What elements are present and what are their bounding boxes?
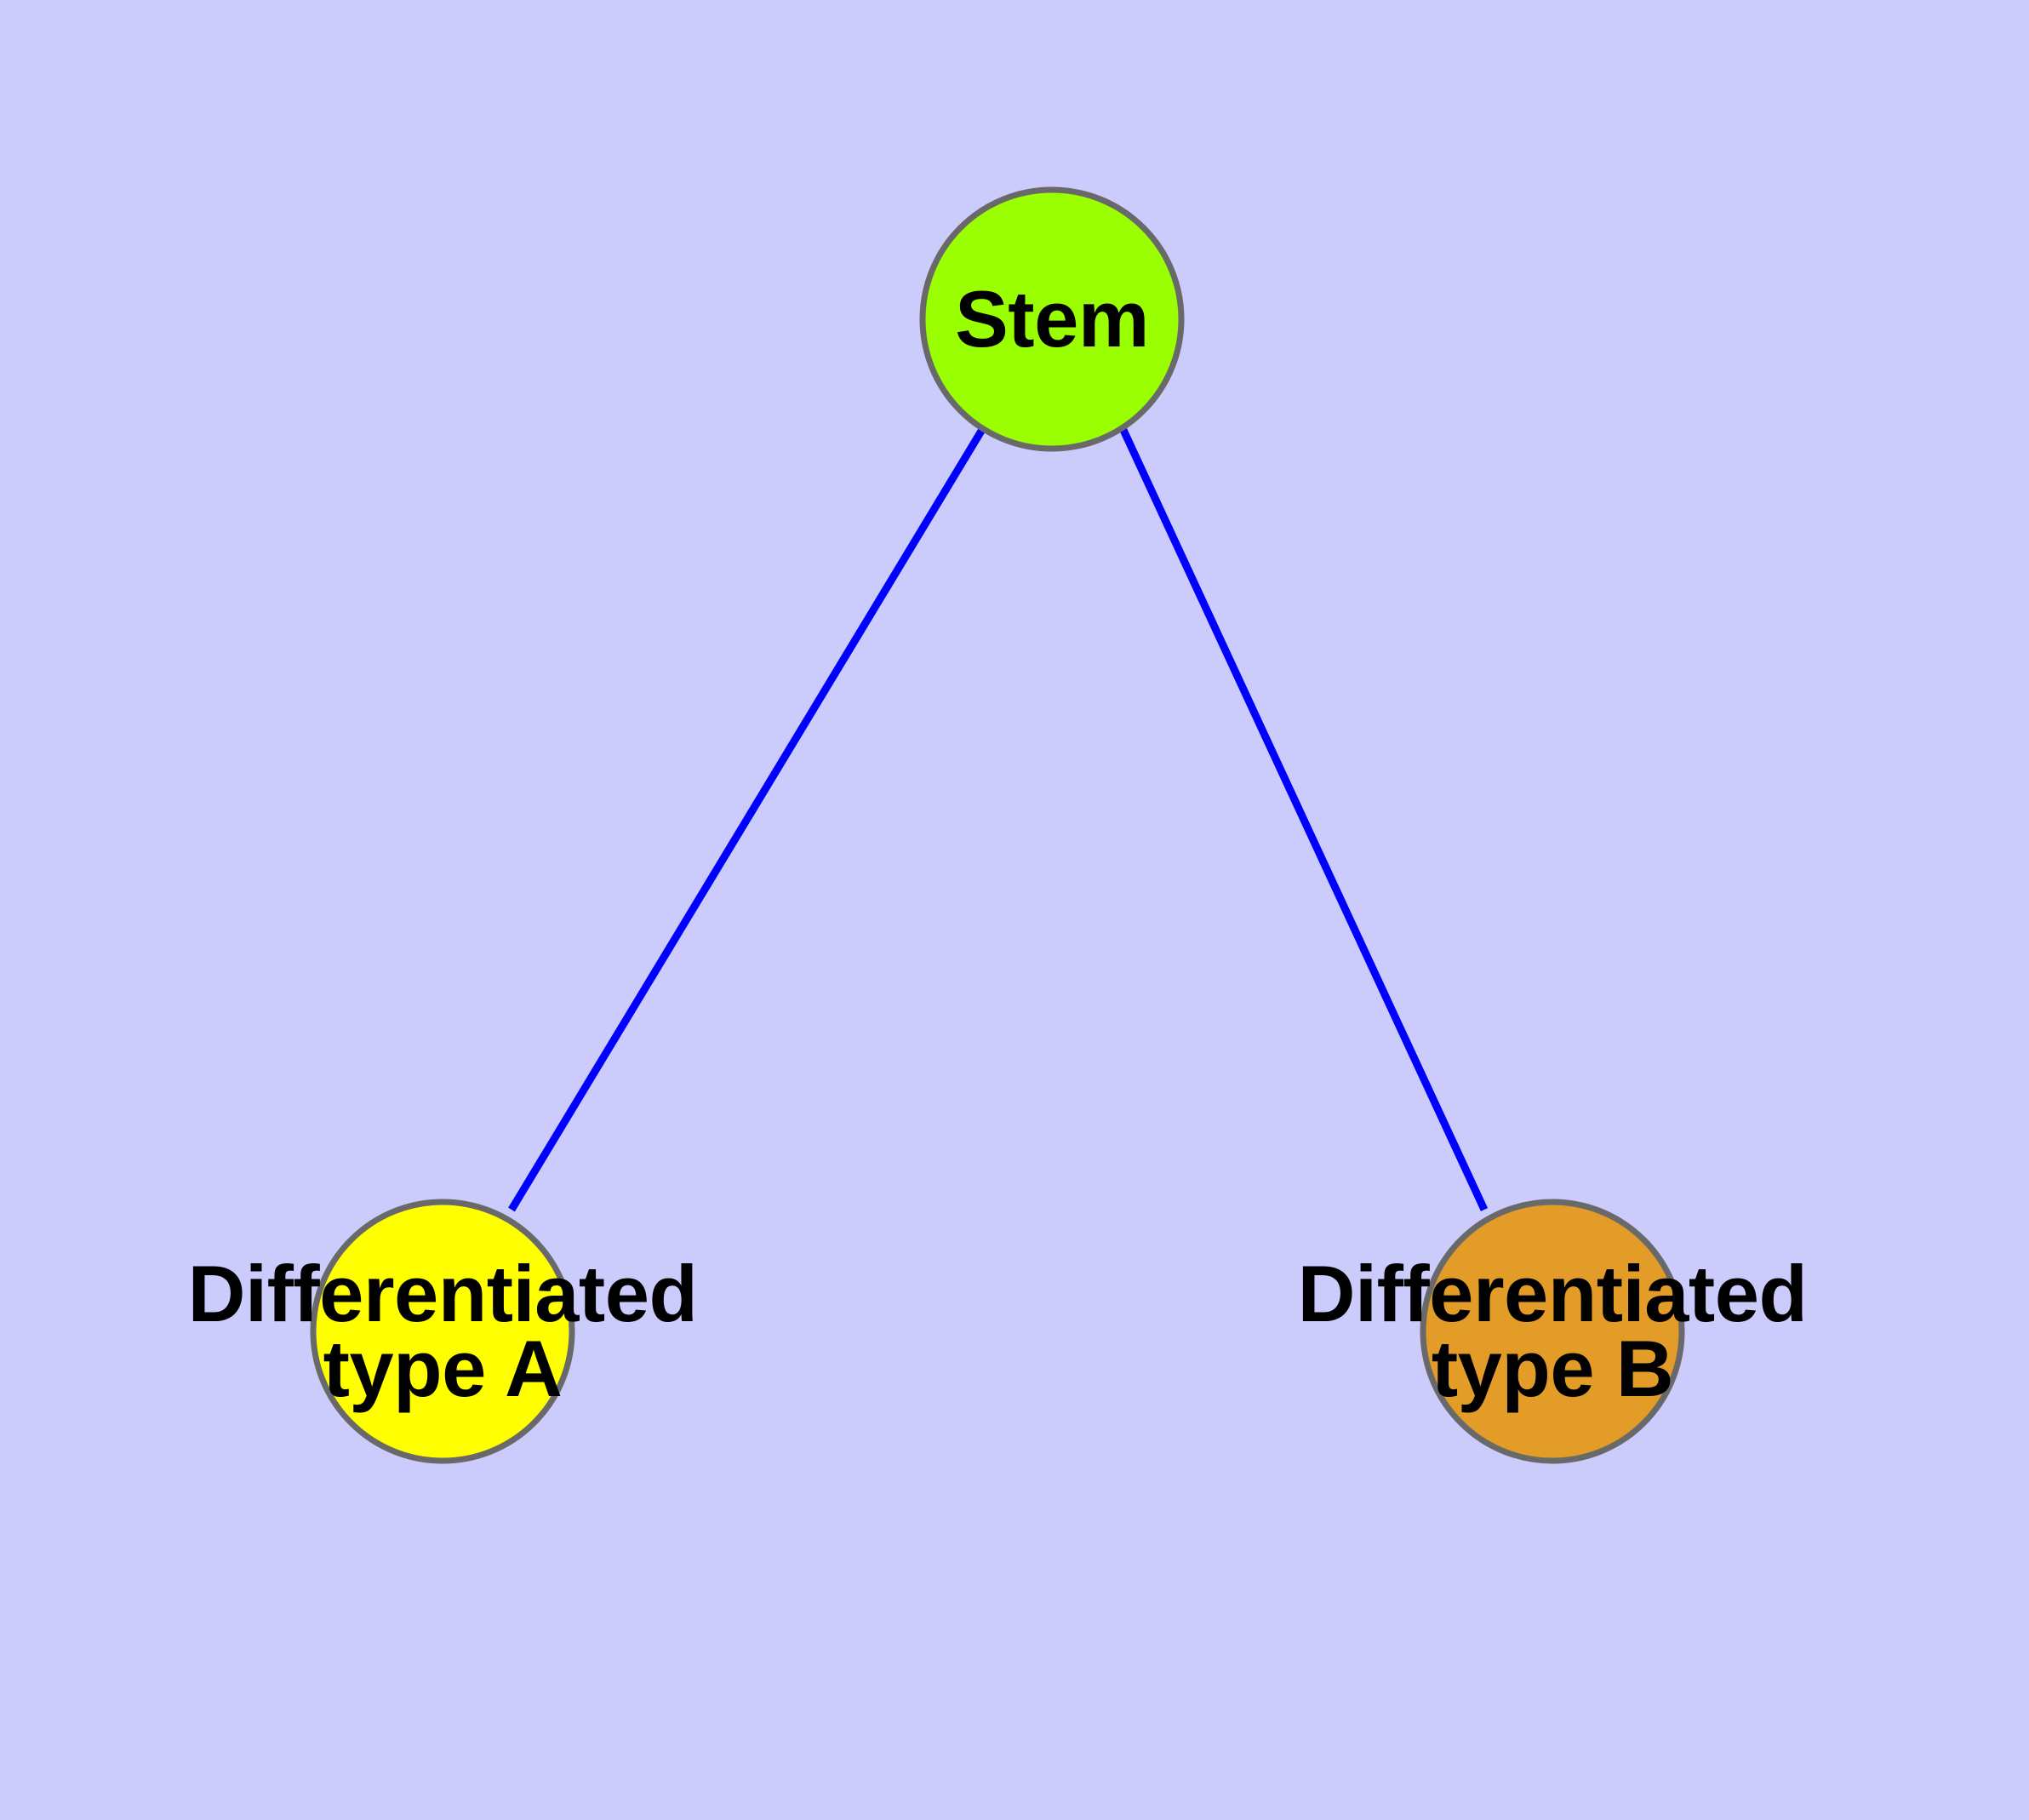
graph-node-diff-b[interactable] [1420, 1199, 1685, 1464]
graph-node-diff-a[interactable] [310, 1199, 575, 1464]
node-layer [310, 186, 1685, 1464]
graph-edge [1118, 426, 1489, 1211]
edge-layer [508, 426, 1489, 1212]
graph-edge [508, 426, 986, 1212]
graph-node-stem[interactable] [919, 186, 1185, 452]
